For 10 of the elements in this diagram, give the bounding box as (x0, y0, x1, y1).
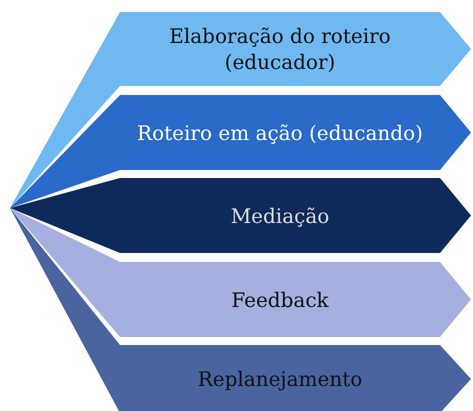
chevron-band (10, 178, 471, 253)
band-label: Feedback (230, 286, 330, 314)
chevron-band (10, 208, 471, 337)
band-label: Replanejamento (196, 366, 364, 393)
band-label: Elaboração do roteiro (educador) (168, 23, 392, 76)
chevron-band (10, 12, 471, 208)
band-label: Roteiro em ação (educando) (136, 120, 424, 146)
chevron-band (10, 208, 471, 411)
chevron-band (10, 95, 471, 208)
band-label: Mediação (230, 202, 330, 230)
